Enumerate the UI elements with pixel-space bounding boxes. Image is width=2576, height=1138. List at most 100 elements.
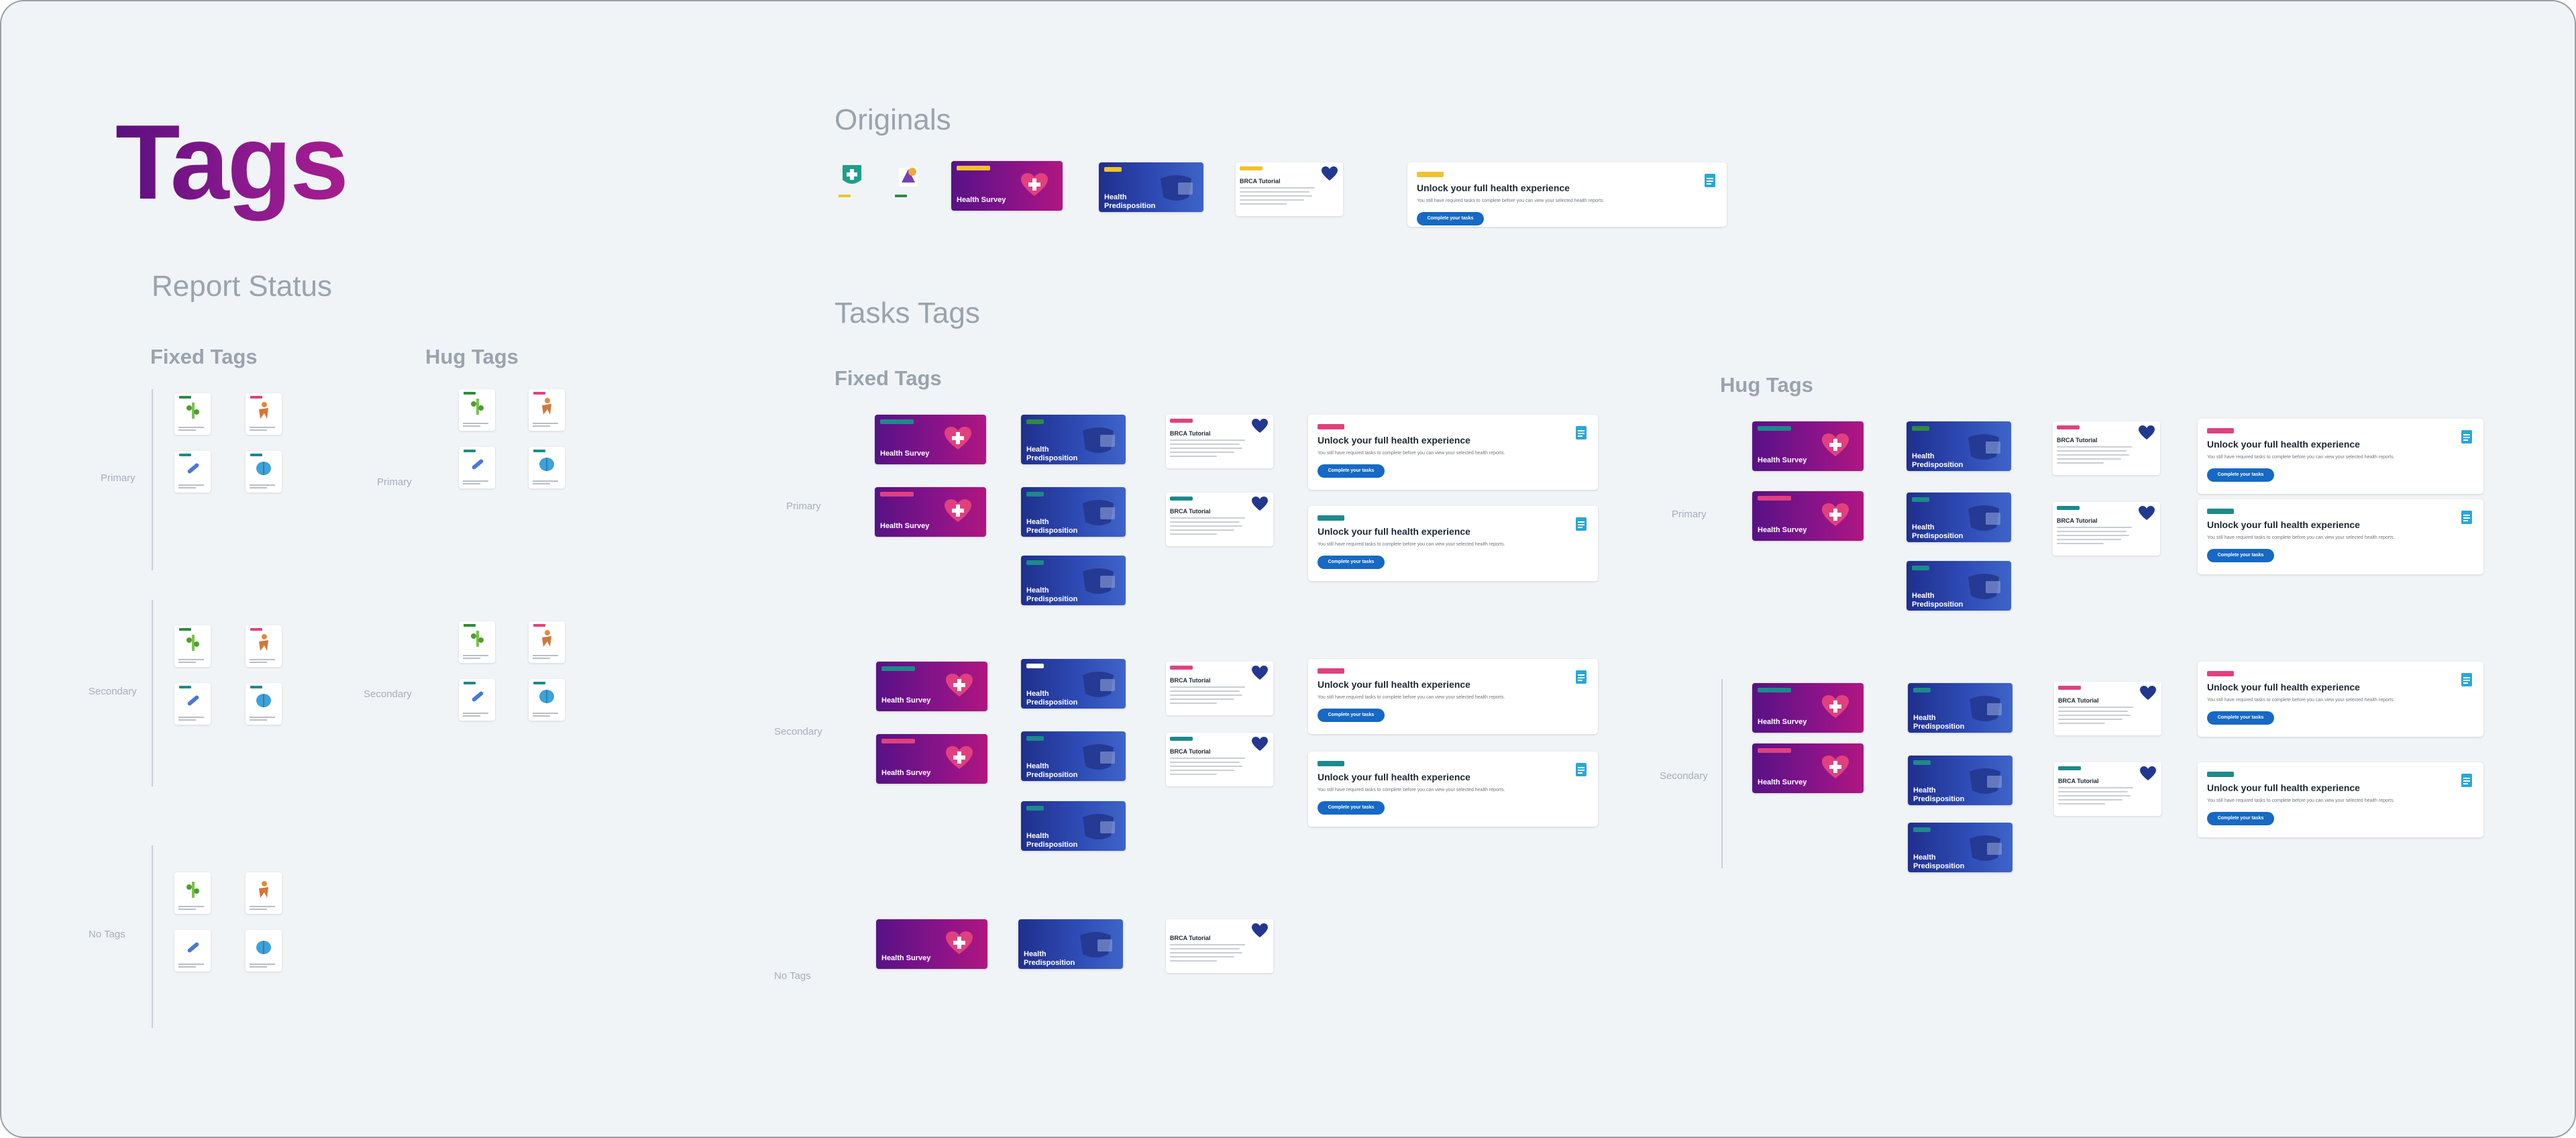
report-card-caption: [178, 427, 208, 431]
health-predisposition-card: Health Predisposition: [1907, 493, 2011, 542]
dna-shape-icon: [1158, 173, 1195, 203]
task-tag: [2057, 425, 2080, 429]
tasks-tags-heading: Tasks Tags: [835, 297, 980, 329]
tasks-hug-row-primary-label: Primary: [1672, 509, 1707, 520]
caption-line: [178, 429, 196, 431]
task-tag: [1758, 496, 1791, 501]
dna-shape-icon: [1080, 670, 1118, 699]
card-title: Health Survey: [1758, 778, 1807, 786]
health-survey-card: Health Survey: [876, 734, 987, 784]
complete-tasks-button[interactable]: Complete your tasks: [2207, 812, 2274, 825]
report-card-caption: [533, 655, 562, 659]
card-title: Health Predisposition: [1913, 714, 1965, 731]
card-body-text: [2058, 707, 2133, 727]
caption-line: [533, 655, 558, 656]
document-icon: [2461, 510, 2473, 525]
report-card-caption: [250, 659, 279, 663]
task-tag: [1318, 424, 1344, 429]
brca-tutorial-card: BRCA Tutorial: [1236, 162, 1343, 216]
caption-line: [250, 964, 275, 965]
illustration-icon: [184, 880, 201, 899]
report-card-caption: [178, 484, 208, 488]
card-title: Unlock your full health experience: [2207, 782, 2360, 793]
task-tag: [1318, 668, 1344, 674]
brain-icon: [255, 459, 272, 478]
caption-line: [250, 662, 267, 663]
heart-icon: [2140, 766, 2156, 781]
report-card: [246, 930, 282, 972]
card-title: Unlock your full health experience: [1318, 772, 1470, 782]
caption-line: [533, 483, 550, 484]
document-icon: [1575, 425, 1587, 440]
caption-line: [463, 713, 488, 714]
task-tag: [2058, 766, 2081, 770]
status-tag: [464, 682, 476, 684]
health-survey-card: Health Survey: [1752, 743, 1864, 793]
card-title: BRCA Tutorial: [1170, 430, 1211, 437]
text-line: [1240, 199, 1304, 201]
document-icon: [1575, 517, 1587, 531]
card-description: You still have required tasks to complet…: [2207, 698, 2395, 703]
heart-plus-icon: [1822, 503, 1849, 527]
text-line: [2057, 458, 2121, 460]
complete-tasks-button[interactable]: Complete your tasks: [1318, 464, 1385, 478]
status-tag: [250, 686, 262, 688]
tasks-hug-row-secondary-label: Secondary: [1660, 770, 1708, 782]
document-icon: [1575, 762, 1587, 777]
health-survey-card: Health Survey: [875, 415, 986, 464]
illustration-icon: [538, 397, 555, 416]
document-icon: [1704, 173, 1716, 188]
report-card-caption: [533, 423, 562, 427]
illustration-icon: [468, 629, 486, 648]
complete-tasks-button[interactable]: Complete your tasks: [1318, 556, 1385, 569]
complete-tasks-button[interactable]: Complete your tasks: [2207, 468, 2274, 482]
task-tag: [1913, 827, 1931, 832]
text-line: [2058, 711, 2128, 712]
dna-shape-icon: [1080, 425, 1118, 455]
report-row-primary-label: Primary: [101, 472, 136, 484]
text-line: [1170, 521, 1240, 523]
caption-line: [178, 659, 204, 660]
complete-tasks-button[interactable]: Complete your tasks: [1318, 709, 1385, 722]
report-card-caption: [178, 659, 208, 663]
caption-line: [250, 717, 275, 718]
complete-tasks-button[interactable]: Complete your tasks: [2207, 549, 2274, 562]
page-title: Tags: [115, 102, 349, 223]
status-tag: [179, 396, 191, 399]
complete-tasks-button[interactable]: Complete your tasks: [1318, 801, 1385, 815]
report-card: [174, 872, 211, 914]
heart-plus-icon: [1822, 695, 1849, 719]
task-tag: [1913, 688, 1931, 692]
health-predisposition-card: Health Predisposition: [1907, 421, 2011, 471]
tasks-row-secondary-label: Secondary: [774, 726, 822, 737]
originals-heading: Originals: [835, 103, 951, 136]
complete-tasks-button[interactable]: Complete your tasks: [1417, 212, 1484, 225]
complete-tasks-button[interactable]: Complete your tasks: [2207, 711, 2274, 725]
caption-line: [463, 715, 480, 717]
text-line: [2057, 543, 2104, 544]
text-line: [1170, 948, 1240, 949]
text-line: [1170, 686, 1245, 688]
caption-line: [533, 480, 558, 482]
heart-icon: [2139, 506, 2155, 521]
report-card-caption: [533, 480, 562, 484]
task-tag: [1758, 426, 1791, 431]
card-body-text: [1170, 758, 1245, 778]
report-card: [174, 683, 211, 725]
dna-shape-icon: [1967, 766, 2004, 796]
report-card: [529, 447, 565, 488]
brca-tutorial-card: BRCA Tutorial: [2053, 502, 2160, 556]
illustration-icon: [468, 455, 486, 474]
text-line: [1170, 952, 1242, 953]
text-line: [1170, 703, 1217, 704]
report-card: [892, 162, 928, 204]
text-line: [1170, 944, 1245, 945]
card-title: BRCA Tutorial: [1170, 677, 1211, 684]
task-tag: [957, 166, 990, 170]
card-title: Health Survey: [1758, 718, 1807, 726]
health-predisposition-card: Health Predisposition: [1021, 659, 1126, 709]
